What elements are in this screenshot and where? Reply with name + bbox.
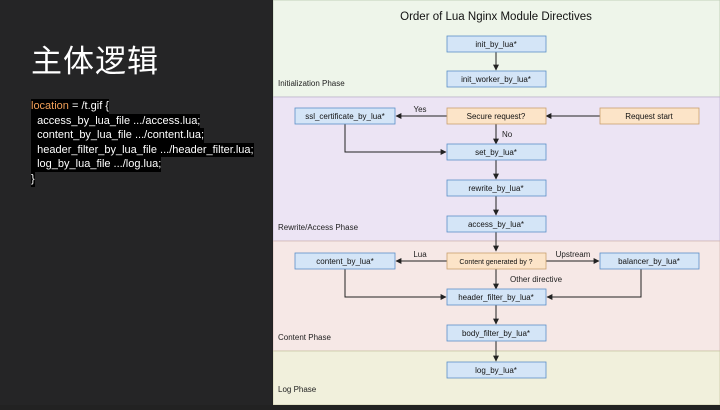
node-header-filter-by-lua: header_filter_by_lua* bbox=[446, 288, 547, 306]
node-request-start: Request start bbox=[599, 107, 700, 125]
edge-label-upstream: Upstream bbox=[556, 250, 591, 259]
directive-diagram: Order of Lua Nginx Module Directives Ini… bbox=[272, 0, 720, 406]
edge-ssl-to-set bbox=[344, 124, 447, 155]
svg-text:ssl_certificate_by_lua*: ssl_certificate_by_lua* bbox=[305, 112, 385, 121]
node-content-by-lua: content_by_lua* bbox=[294, 252, 396, 270]
svg-text:rewrite_by_lua*: rewrite_by_lua* bbox=[468, 184, 523, 193]
node-log-by-lua: log_by_lua* bbox=[446, 361, 547, 379]
code-line-1: location = /t.gif { bbox=[31, 99, 109, 114]
svg-text:init_by_lua*: init_by_lua* bbox=[475, 40, 516, 49]
phase-label-content: Content Phase bbox=[278, 333, 331, 342]
phase-label-rewrite: Rewrite/Access Phase bbox=[278, 223, 359, 232]
node-access-by-lua: access_by_lua* bbox=[446, 215, 547, 233]
node-set-by-lua: set_by_lua* bbox=[446, 143, 547, 161]
svg-text:body_filter_by_lua*: body_filter_by_lua* bbox=[462, 329, 530, 338]
code-keyword: location bbox=[31, 100, 69, 112]
node-init-by-lua: init_by_lua* bbox=[446, 35, 547, 53]
code-line: access_by_lua_file .../access.lua; bbox=[31, 113, 201, 129]
node-init-worker-by-lua: init_worker_by_lua* bbox=[446, 70, 547, 88]
edge-label-no: No bbox=[502, 130, 513, 139]
code-closing: } bbox=[31, 171, 35, 187]
phase-label-log: Log Phase bbox=[278, 385, 317, 394]
edge-content-to-header bbox=[344, 269, 447, 300]
code-line: content_by_lua_file .../content.lua; bbox=[31, 128, 205, 143]
edge-balancer-to-header bbox=[546, 269, 642, 300]
edge-label-yes: Yes bbox=[413, 105, 426, 114]
svg-text:log_by_lua*: log_by_lua* bbox=[475, 366, 517, 375]
phase-label-init: Initialization Phase bbox=[278, 79, 345, 88]
node-body-filter-by-lua: body_filter_by_lua* bbox=[446, 324, 547, 342]
code-line-1-rest: = /t.gif { bbox=[68, 100, 109, 112]
svg-text:Request start: Request start bbox=[625, 112, 673, 121]
node-balancer-by-lua: balancer_by_lua* bbox=[599, 252, 700, 270]
svg-text:set_by_lua*: set_by_lua* bbox=[475, 148, 517, 157]
svg-text:init_worker_by_lua*: init_worker_by_lua* bbox=[461, 75, 531, 84]
left-panel: 主体逻辑 location = /t.gif { access_by_lua_f… bbox=[0, 0, 272, 405]
svg-text:balancer_by_lua*: balancer_by_lua* bbox=[618, 257, 680, 266]
node-ssl-certificate-by-lua: ssl_certificate_by_lua* bbox=[294, 107, 396, 125]
svg-text:header_filter_by_lua*: header_filter_by_lua* bbox=[458, 293, 534, 302]
code-block: location = /t.gif { access_by_lua_file .… bbox=[31, 99, 254, 187]
edge-label-lua: Lua bbox=[413, 250, 427, 259]
node-secure-request: Secure request? bbox=[446, 107, 547, 125]
node-content-generated-by: Content generated by ? bbox=[446, 252, 547, 270]
code-line: header_filter_by_lua_file .../header_fil… bbox=[31, 142, 254, 158]
diagram-title: Order of Lua Nginx Module Directives bbox=[400, 11, 592, 23]
edge-label-other-directive: Other directive bbox=[510, 275, 563, 284]
slide-title: 主体逻辑 bbox=[31, 44, 159, 80]
svg-text:access_by_lua*: access_by_lua* bbox=[468, 220, 524, 229]
diagram-svg: Order of Lua Nginx Module Directives Ini… bbox=[272, 0, 720, 406]
node-rewrite-by-lua: rewrite_by_lua* bbox=[446, 179, 547, 197]
svg-text:Content generated by ?: Content generated by ? bbox=[459, 259, 532, 266]
edges bbox=[344, 52, 642, 362]
svg-text:Secure request?: Secure request? bbox=[467, 112, 526, 121]
svg-text:content_by_lua*: content_by_lua* bbox=[316, 257, 373, 266]
code-line: log_by_lua_file .../log.lua; bbox=[31, 157, 162, 172]
